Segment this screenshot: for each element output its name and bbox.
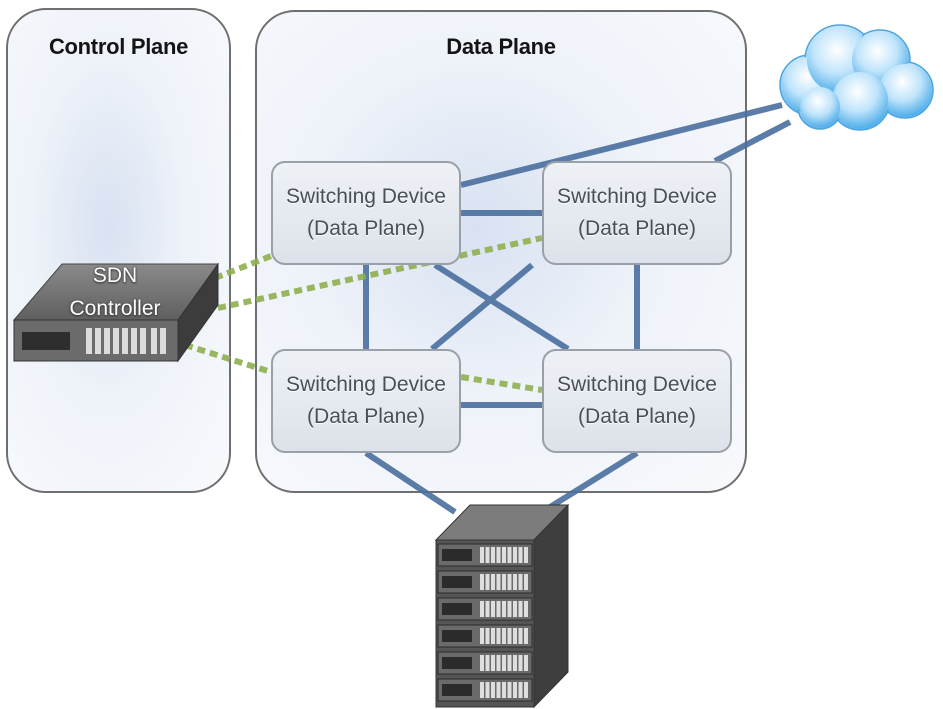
link-switch-tr-bl [430, 262, 534, 352]
rack-server-unit [437, 624, 533, 648]
control-plane-title: Control Plane [48, 34, 189, 59]
switching-device-top-left: Switching Device (Data Plane) [271, 161, 461, 265]
rack-server-unit [437, 651, 533, 675]
link-switch-tl-cloud [460, 102, 783, 188]
cloud-icon [779, 24, 934, 131]
switch-label-line2: (Data Plane) [307, 217, 425, 240]
switch-label-line2: (Data Plane) [578, 217, 696, 240]
rack-server-unit [437, 570, 533, 594]
control-plane-panel [6, 8, 231, 493]
switch-label-line1: Switching Device [286, 373, 446, 396]
switch-label-line1: Switching Device [286, 185, 446, 208]
link-switch-br-rack [540, 450, 639, 515]
switch-label-line2: (Data Plane) [307, 405, 425, 428]
rack-server-unit [437, 597, 533, 621]
sdn-controller-label-line2: Controller [69, 297, 161, 320]
control-link-tr [217, 235, 543, 311]
data-plane-title: Data Plane [446, 34, 556, 59]
switch-label-line1: Switching Device [557, 373, 717, 396]
server-rack-icon [434, 503, 570, 709]
switching-device-bottom-right: Switching Device (Data Plane) [542, 349, 732, 453]
control-link-tl [213, 253, 273, 281]
switching-device-bottom-left: Switching Device (Data Plane) [271, 349, 461, 453]
rack-server-unit [437, 678, 533, 702]
link-switch-bl-rack [364, 450, 457, 515]
switch-label-line1: Switching Device [557, 185, 717, 208]
switch-label-line2: (Data Plane) [578, 405, 696, 428]
link-switch-tl-br [433, 262, 570, 352]
link-switch-tr-cloud [713, 119, 792, 164]
control-link-br [460, 374, 543, 393]
sdn-controller-label-line1: SDN [92, 264, 138, 287]
switching-device-top-right: Switching Device (Data Plane) [542, 161, 732, 265]
control-link-bl [184, 342, 272, 375]
rack-server-unit [437, 543, 533, 567]
